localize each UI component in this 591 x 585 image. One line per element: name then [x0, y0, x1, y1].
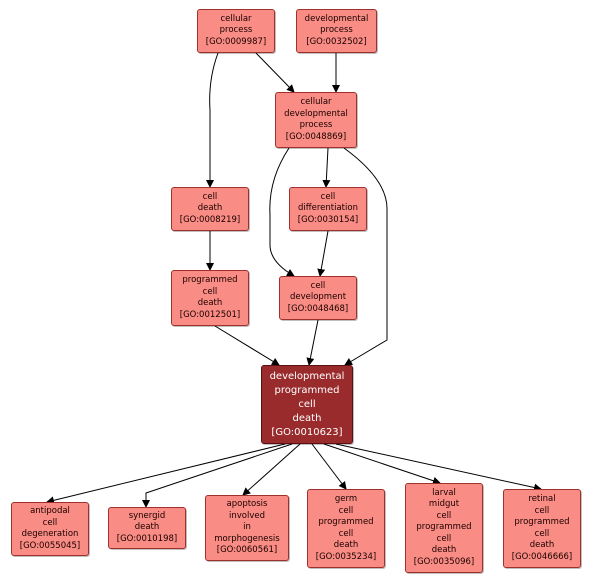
node-label-line: cell [202, 286, 218, 297]
node-label-line: differentiation [298, 203, 358, 214]
edge-cell-differentiation-to-cell-development [317, 230, 329, 277]
node-label-line: cell [436, 510, 452, 521]
node-label-line: cell [320, 191, 336, 202]
node-label-line: [GO:0008219] [179, 214, 241, 225]
edge-dev-programmed-cell-death-to-larval-midgut-pcd [323, 443, 441, 485]
node-label-line: retinal [528, 494, 556, 504]
edge-cell-development-to-dev-programmed-cell-death [306, 319, 319, 366]
edge-dev-programmed-cell-death-to-antipodal [46, 443, 286, 505]
edge-dev-programmed-cell-death-to-germ-cell-pcd [311, 443, 347, 490]
node-label-line: apoptosis [226, 499, 268, 510]
node-label-line: [GO:0010198] [116, 533, 178, 544]
edge-dev-programmed-cell-death-to-apoptosis-morph [242, 443, 301, 496]
edge-programmed-cell-death-to-dev-programmed-cell-death [214, 325, 280, 366]
node-label-line: [GO:0035234] [315, 551, 377, 562]
node-label-line: synergid [128, 510, 166, 521]
node-label-line: antipodal [30, 506, 70, 516]
node-label-line: cell [436, 533, 452, 544]
node-label-line: process [299, 120, 333, 130]
node-label-line: death [292, 412, 322, 424]
edge-dev-programmed-cell-death-to-retinal-pcd [335, 443, 542, 492]
edge-cellular-dev-process-to-cell-development [269, 147, 295, 277]
go-term-node-dev-programmed-cell-death[interactable]: developmental programmed cell death [GO:0010… [261, 365, 353, 444]
node-label-line: cell [310, 280, 326, 291]
node-label-line: programmed [514, 517, 570, 527]
node-label-line: cellular [300, 97, 332, 107]
node-label-line: [GO:0032502] [306, 36, 367, 47]
node-label-line: cell [298, 398, 316, 410]
edge-cellular-process-to-cellular-dev-process [255, 52, 295, 93]
node-label-line: developmental [304, 13, 369, 24]
node-label-line: cell [202, 191, 218, 202]
node-label-line: cell [534, 528, 550, 539]
node-label-line: [GO:0012501] [179, 309, 241, 320]
node-label-line: death [431, 545, 457, 556]
node-label-line: programmed [318, 517, 374, 527]
edge-cellular-dev-process-to-cell-differentiation [322, 147, 331, 188]
node-label-line: developmental [284, 108, 348, 119]
node-label-line: programmed [416, 522, 472, 533]
node-label-line: programmed [274, 384, 340, 396]
node-label-line: in [243, 522, 251, 533]
node-label-line: death [529, 540, 555, 550]
node-label-line: death [134, 522, 160, 533]
node-label-line: process [219, 25, 253, 36]
node-label-line: germ [334, 494, 358, 504]
node-label-line: [GO:0046666] [511, 551, 573, 562]
node-label-line: cell [338, 505, 354, 516]
node-label-line: cellular [220, 13, 252, 24]
node-label-line: death [197, 298, 223, 308]
node-label-line: [GO:0048869] [285, 131, 347, 142]
edge-cellular-process-to-cell-death [206, 52, 219, 188]
node-label-line: cell [534, 505, 550, 516]
node-label-line: death [197, 203, 223, 214]
node-label-line: [GO:0035096] [413, 556, 475, 567]
node-label-line: cell [338, 528, 354, 539]
node-label-line: larval [432, 487, 456, 498]
node-label-line: [GO:0055045] [19, 540, 81, 551]
node-label-line: degeneration [21, 529, 79, 539]
node-label-line: [GO:0060561] [216, 545, 278, 556]
edge-dev-programmed-cell-death-to-synergid [142, 443, 293, 508]
node-label-line: midgut [428, 499, 460, 510]
node-label-line: [GO:0010623] [271, 426, 343, 438]
node-label-line: [GO:0030154] [297, 214, 359, 225]
node-label-line: cell [42, 517, 58, 528]
node-label-line: developmental [269, 370, 345, 382]
node-label-line: programmed [182, 275, 238, 285]
node-label-line: death [333, 540, 359, 550]
node-label-line: involved [229, 510, 265, 521]
node-label-line: development [289, 292, 347, 303]
node-label-line: [GO:0009987] [205, 36, 267, 47]
edge-cellular-dev-process-to-dev-programmed-cell-death [343, 147, 388, 366]
node-label-line: process [320, 25, 353, 36]
node-label-line: morphogenesis [214, 533, 280, 544]
node-label-line: [GO:0048468] [287, 303, 349, 314]
